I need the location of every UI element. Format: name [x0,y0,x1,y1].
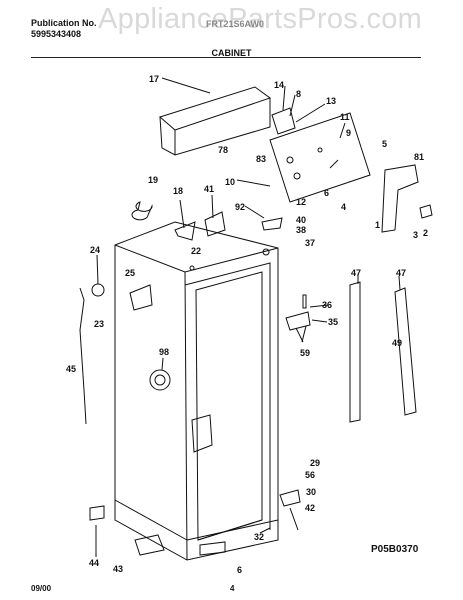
callout-92: 92 [235,202,245,212]
callout-47-a: 47 [351,268,361,278]
callout-30: 30 [306,487,316,497]
callout-10: 10 [225,177,235,187]
footer-page: 4 [230,584,235,593]
publication-label: Publication No. [31,18,97,28]
callout-8: 8 [296,89,301,99]
callout-24: 24 [90,245,100,255]
footer-date: 09/00 [31,584,52,593]
callout-45: 45 [66,364,76,374]
callout-42: 42 [305,503,315,513]
callout-22: 22 [191,246,201,256]
callout-44: 44 [89,558,99,568]
callout-36: 36 [322,300,332,310]
callout-41: 41 [204,184,214,194]
callout-2: 2 [423,228,428,238]
watermark: AppliancePartsPros.com [98,3,423,35]
callout-13: 13 [326,96,336,106]
header-rule [31,57,421,58]
callout-6-top: 6 [324,188,329,198]
callout-40: 40 [296,215,306,225]
callout-81-a: 81 [414,152,424,162]
model-number: FRT21S6AW0 [206,19,265,29]
callout-83: 83 [256,154,266,164]
callout-23: 23 [94,319,104,329]
callout-98: 98 [159,347,169,357]
callout-labels: 17 14 8 13 11 9 5 78 83 81 19 10 18 41 9… [66,74,428,575]
callout-25: 25 [125,268,135,278]
callout-14: 14 [274,80,284,90]
callout-1: 1 [375,220,380,230]
callout-32: 32 [254,532,264,542]
callout-5: 5 [382,139,387,149]
callout-59: 59 [300,348,310,358]
callout-18: 18 [173,186,183,196]
callout-12: 12 [296,197,306,207]
handle [381,164,433,233]
callout-43: 43 [113,564,123,574]
callout-29: 29 [310,458,320,468]
callout-78: 78 [218,145,228,155]
callout-3: 3 [413,230,418,240]
callout-47-b: 47 [396,268,406,278]
control-panel [269,112,371,203]
callout-17: 17 [149,74,159,84]
callout-19: 19 [148,175,158,185]
callout-6-bottom: 6 [237,565,242,575]
callout-56: 56 [305,470,315,480]
callout-49: 49 [392,338,402,348]
callout-11: 11 [340,112,350,122]
section-title: CABINET [211,48,252,58]
cabinet-shell [114,221,279,561]
publication-number: 5995343408 [31,29,82,39]
callout-35: 35 [328,317,338,327]
top-bracket [158,86,272,156]
callout-38: 38 [296,225,306,235]
callout-4: 4 [341,202,346,212]
callout-9: 9 [346,128,351,138]
callout-37: 37 [305,238,315,248]
diagram-code: P05B0370 [371,544,419,555]
